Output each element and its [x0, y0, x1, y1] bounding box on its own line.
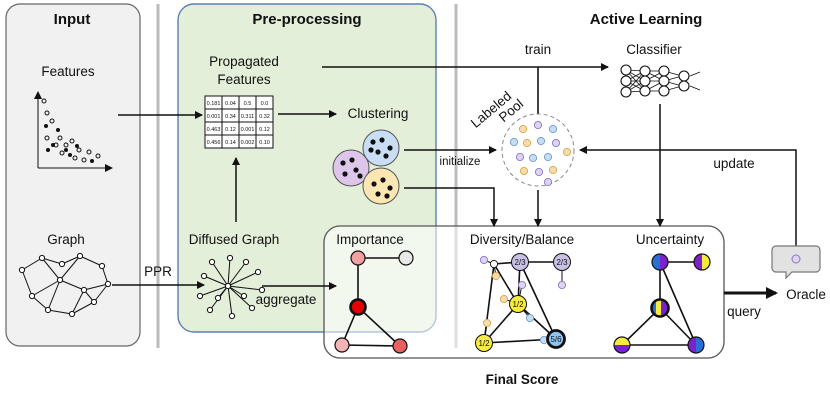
diversity-graph: 2/3 2/3 1/2 1/2 5/6: [475, 253, 571, 352]
query-label: query: [727, 304, 761, 319]
fraction-a: 2/3: [514, 258, 526, 267]
matrix-cell: 0.456: [207, 140, 221, 146]
ppr-label: PPR: [144, 264, 172, 279]
matrix-cell: 0.001: [207, 114, 221, 120]
input-graph: [18, 252, 112, 318]
propagated-label-1: Propagated: [209, 54, 279, 69]
matrix-cell: 0.002: [241, 140, 255, 146]
importance-label: Importance: [336, 232, 404, 247]
oracle-label: Oracle: [786, 287, 826, 302]
classifier-label: Classifier: [626, 42, 682, 57]
importance-graph: [334, 250, 414, 354]
diffused-graph-label: Diffused Graph: [189, 232, 280, 247]
update-label: update: [713, 156, 754, 171]
matrix-cell: 0.14: [225, 140, 236, 146]
uncertainty-label: Uncertainty: [636, 232, 705, 247]
matrix-cell: 0.10: [259, 140, 270, 146]
propagated-label-2: Features: [217, 72, 271, 87]
preprocessing-title: Pre-processing: [252, 11, 361, 28]
features-scatter-plot: [34, 91, 113, 172]
fraction-e: 5/6: [550, 335, 562, 344]
active-learning-title: Active Learning: [590, 11, 703, 28]
matrix-cell: 0.04: [225, 101, 236, 107]
diffused-graph: [196, 254, 266, 320]
update-arrow: [579, 146, 797, 248]
classifier-network-icon: [620, 64, 701, 98]
fraction-c: 1/2: [512, 300, 524, 309]
matrix-cell: 0.463: [207, 127, 221, 133]
clusters-to-diversity-arrow: [404, 187, 498, 227]
input-panel: [5, 3, 141, 347]
feature-matrix: 0.181 0.04 0.5 0.0 0.001 0.34 0.311 0.32 0.463 0.…: [204, 95, 274, 149]
matrix-cell: 0.34: [225, 114, 236, 120]
graph-label: Graph: [47, 232, 85, 247]
initialize-label: initialize: [440, 156, 481, 168]
labeled-pool: [501, 113, 575, 187]
fraction-b: 2/3: [556, 258, 568, 267]
train-label: train: [525, 42, 551, 57]
aggregate-label: aggregate: [256, 292, 317, 307]
matrix-cell: 0.0: [261, 101, 269, 107]
matrix-cell: 0.181: [207, 101, 221, 107]
oracle-speech-bubble-icon: [771, 245, 821, 280]
matrix-cell: 0.5: [244, 101, 252, 107]
fraction-d: 1/2: [478, 339, 490, 348]
final-score-label: Final Score: [486, 372, 559, 387]
matrix-cell: 0.311: [241, 114, 254, 120]
clusters: [332, 129, 400, 205]
matrix-cell: 0.32: [259, 114, 270, 120]
uncertainty-graph: [613, 253, 711, 354]
diversity-label: Diversity/Balance: [470, 232, 574, 247]
features-label: Features: [41, 64, 95, 79]
input-title: Input: [54, 11, 91, 28]
matrix-cell: 0.001: [241, 127, 255, 133]
matrix-cell: 0.12: [225, 127, 236, 133]
matrix-cell: 0.12: [259, 127, 270, 133]
clustering-label: Clustering: [348, 106, 409, 121]
